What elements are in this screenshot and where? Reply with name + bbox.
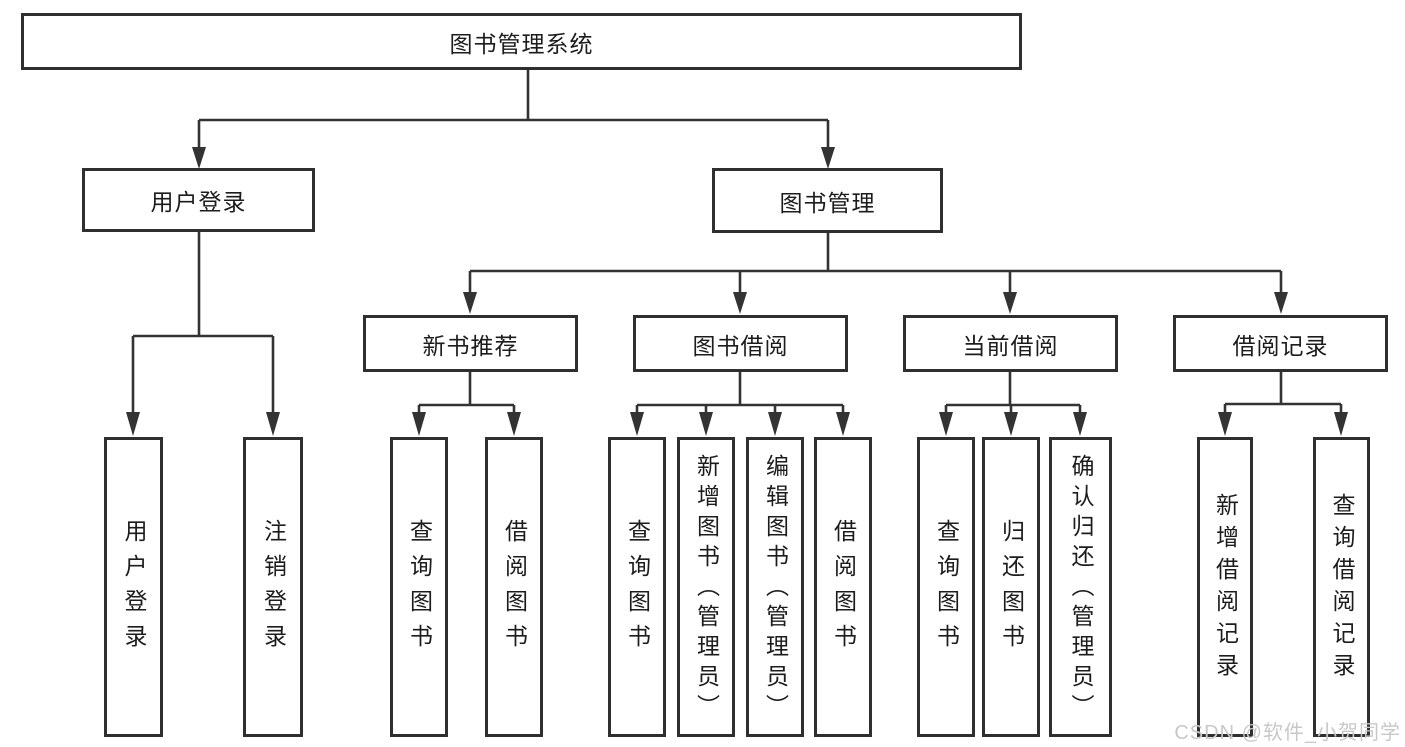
csdn-watermark: CSDN @软件_小贺同学 <box>1174 722 1401 744</box>
node-current-borrow: 当前借阅 <box>903 315 1118 372</box>
leaf-query-books-borrow: 查询图书 <box>608 437 666 737</box>
node-book-borrow: 图书借阅 <box>633 315 848 372</box>
node-book-management: 图书管理 <box>712 168 943 233</box>
node-user-login: 用户登录 <box>82 168 315 232</box>
leaf-query-books-recommend: 查询图书 <box>390 437 448 737</box>
leaf-query-borrow-record: 查询借阅记录 <box>1313 437 1370 737</box>
leaf-borrow-books: 借阅图书 <box>814 437 872 737</box>
leaf-borrow-books-recommend: 借阅图书 <box>485 437 543 737</box>
node-library-management-system: 图书管理系统 <box>21 13 1022 70</box>
leaf-logout: 注销登录 <box>243 437 303 737</box>
leaf-edit-books-admin: 编辑图书（管理员） <box>746 437 804 737</box>
node-borrow-records: 借阅记录 <box>1173 315 1388 372</box>
leaf-confirm-return-admin: 确认归还（管理员） <box>1049 437 1112 737</box>
leaf-user-login: 用户登录 <box>104 437 163 737</box>
node-new-book-recommend: 新书推荐 <box>363 315 578 372</box>
leaf-add-books-admin: 新增图书（管理员） <box>677 437 735 737</box>
leaf-return-books: 归还图书 <box>982 437 1040 737</box>
leaf-query-books-current: 查询图书 <box>917 437 975 737</box>
arrowheads <box>126 147 1348 436</box>
leaf-add-borrow-record: 新增借阅记录 <box>1197 437 1253 737</box>
